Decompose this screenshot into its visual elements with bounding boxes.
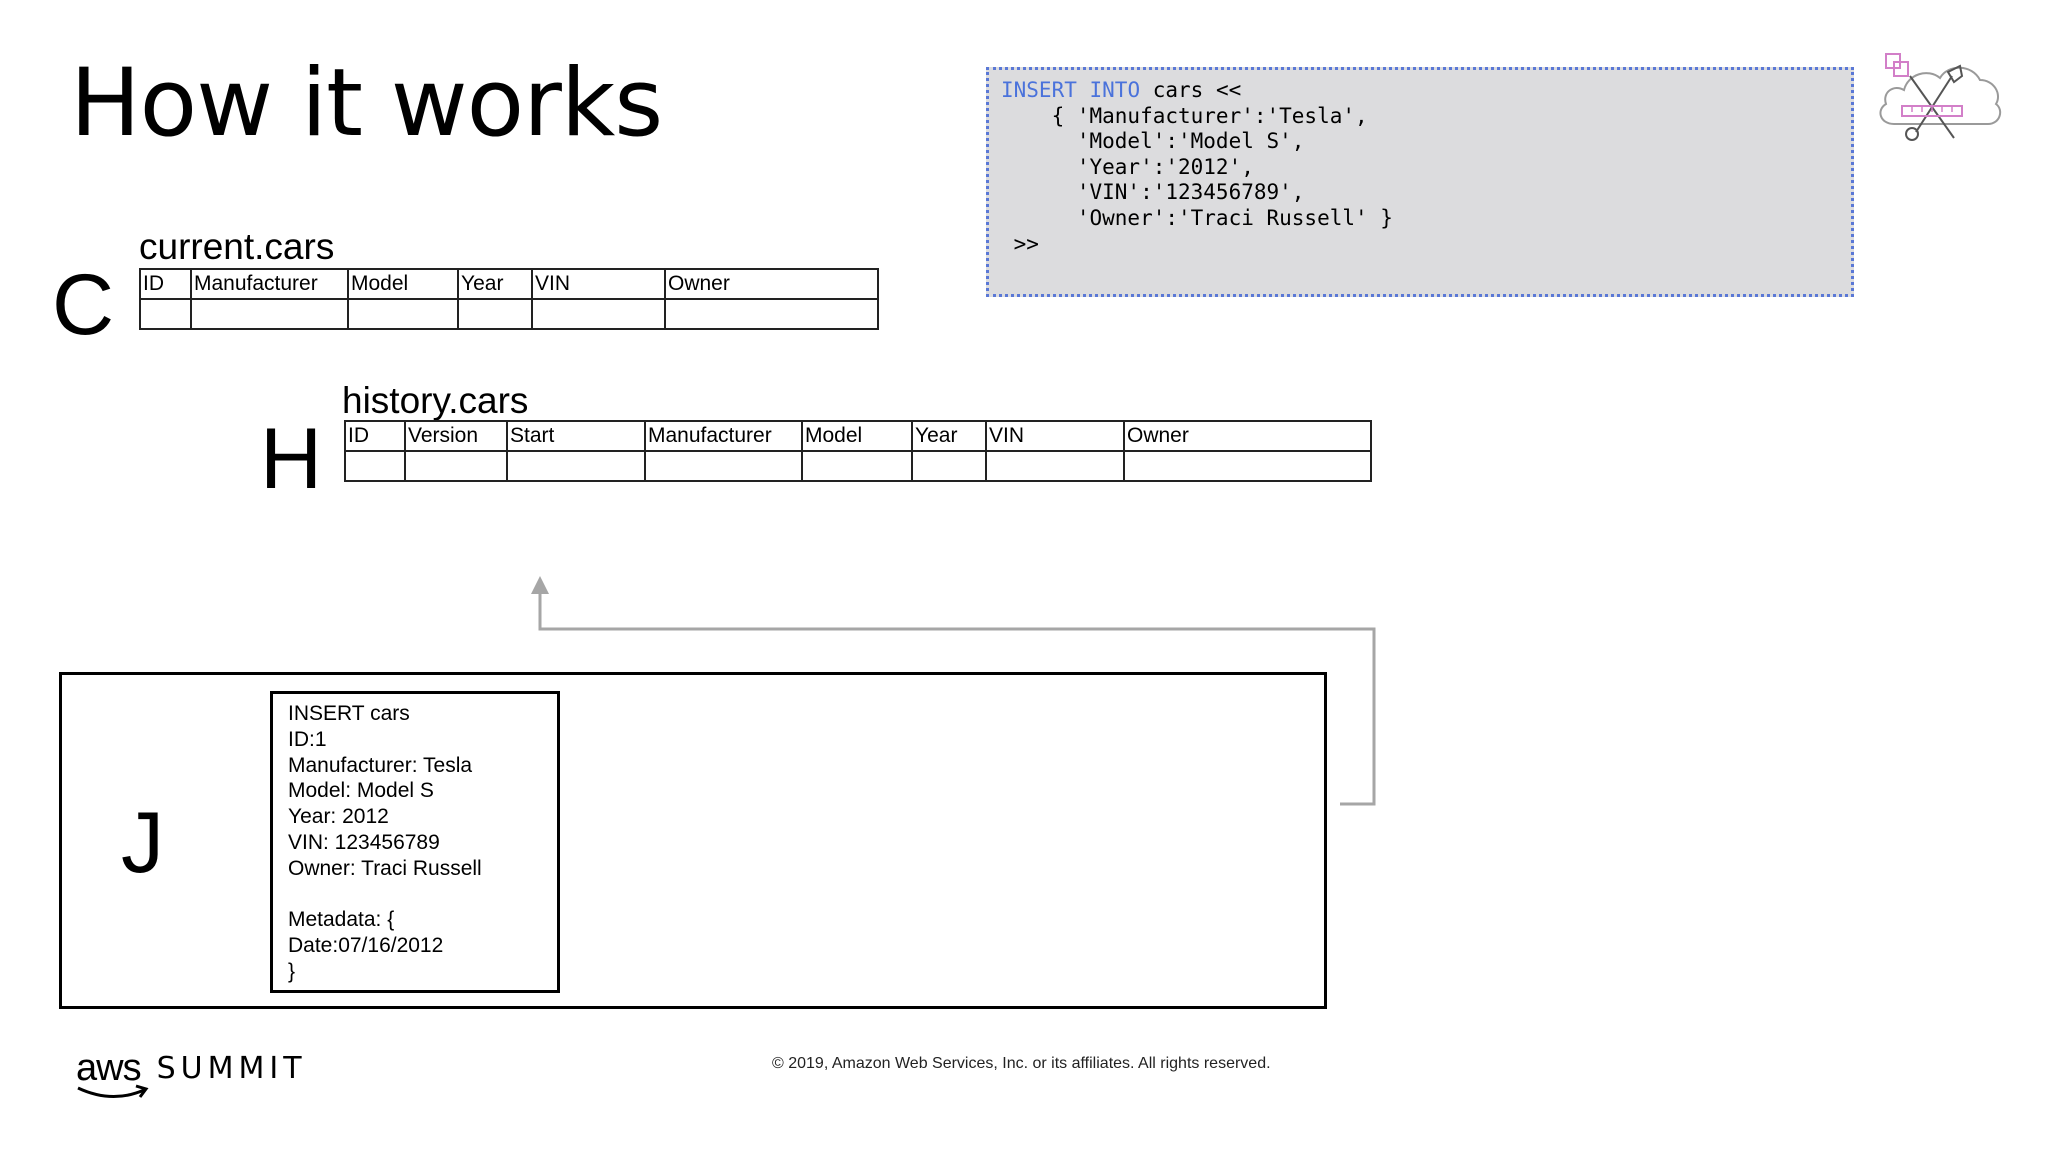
table-cell — [1123, 450, 1372, 482]
table-cell — [404, 450, 508, 482]
slide-title: How it works — [70, 49, 663, 158]
code-line: { 'Manufacturer':'Tesla', — [1001, 103, 1368, 128]
column-header: Owner — [664, 268, 879, 300]
table-cell — [347, 298, 459, 330]
record-line: Manufacturer: Tesla — [288, 753, 473, 777]
history-table-letter: H — [260, 411, 323, 507]
cloud-tools-icon — [1872, 46, 2006, 146]
record-line: ID:1 — [288, 727, 327, 751]
journal-record: INSERT cars ID:1 Manufacturer: Tesla Mod… — [270, 691, 560, 993]
code-line: 'Year':'2012', — [1001, 154, 1254, 179]
current-table-letter: C — [52, 257, 115, 353]
copyright-text: © 2019, Amazon Web Services, Inc. or its… — [772, 1055, 1271, 1072]
column-header: Model — [347, 268, 459, 300]
record-line: INSERT cars — [288, 702, 410, 725]
table-cell — [139, 298, 192, 330]
column-header: Year — [457, 268, 533, 300]
table-cell — [644, 450, 803, 482]
column-header: Manufacturer — [644, 420, 803, 452]
record-line: Metadata: { — [288, 908, 395, 932]
column-header: Start — [506, 420, 646, 452]
aws-smile-icon — [77, 1084, 149, 1099]
table-row — [344, 450, 1372, 482]
history-table-name: history.cars — [342, 380, 529, 421]
table-cell — [664, 298, 879, 330]
table-header-row: ID Manufacturer Model Year VIN Owner — [139, 268, 879, 300]
column-header: Model — [801, 420, 913, 452]
table-cell — [506, 450, 646, 482]
code-line: 'Model':'Model S', — [1001, 129, 1305, 154]
journal-frame — [59, 672, 1327, 1009]
current-table-name: current.cars — [139, 226, 335, 267]
table-cell — [985, 450, 1125, 482]
table-cell — [531, 298, 666, 330]
table-header-row: ID Version Start Manufacturer Model Year… — [344, 420, 1372, 452]
journal-letter: J — [121, 795, 164, 891]
aws-summit-logo: aws SUMMIT — [76, 1047, 307, 1090]
column-header: Owner — [1123, 420, 1372, 452]
record-line: Date:07/16/2012 — [288, 934, 444, 958]
code-keyword-insert: INSERT — [1001, 78, 1077, 102]
code-line: >> — [1001, 231, 1039, 256]
code-line-1-rest: cars << — [1140, 78, 1242, 102]
table-cell — [911, 450, 987, 482]
column-header: ID — [344, 420, 406, 452]
code-line: 'Owner':'Traci Russell' } — [1001, 205, 1393, 230]
record-line: Year: 2012 — [288, 805, 389, 829]
table-cell — [801, 450, 913, 482]
column-header: Version — [404, 420, 508, 452]
table-row — [139, 298, 879, 330]
table-cell — [344, 450, 406, 482]
column-header: Year — [911, 420, 987, 452]
history-table: ID Version Start Manufacturer Model Year… — [344, 420, 1372, 482]
record-line — [288, 882, 557, 908]
current-table: ID Manufacturer Model Year VIN Owner — [139, 268, 879, 330]
code-keyword-into: INTO — [1089, 78, 1141, 102]
record-line: } — [288, 959, 296, 983]
table-cell — [190, 298, 349, 330]
column-header: VIN — [985, 420, 1125, 452]
column-header: VIN — [531, 268, 666, 300]
record-line: VIN: 123456789 — [288, 830, 440, 854]
code-line: 'VIN':'123456789', — [1001, 180, 1305, 205]
table-cell — [457, 298, 533, 330]
column-header: Manufacturer — [190, 268, 349, 300]
record-line: Model: Model S — [288, 779, 434, 803]
brand-summit: SUMMIT — [156, 1051, 307, 1086]
brand-aws: aws — [76, 1047, 142, 1089]
column-header: ID — [139, 268, 192, 300]
code-panel: INSERT INTO cars << { 'Manufacturer':'Te… — [986, 67, 1854, 297]
record-line: Owner: Traci Russell — [288, 856, 482, 880]
